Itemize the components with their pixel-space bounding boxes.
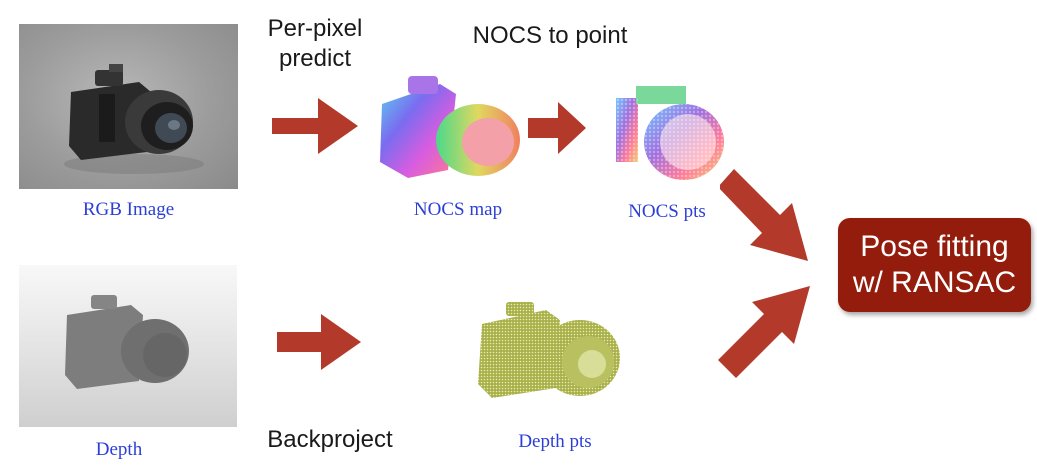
arrow-icon bbox=[720, 169, 808, 261]
pose-box-line1: Pose fitting bbox=[860, 230, 1009, 263]
arrow-icon bbox=[528, 102, 586, 154]
depth-caption: Depth bbox=[95, 439, 143, 460]
depth-pts-image bbox=[478, 302, 620, 398]
per-pixel-line1: Per-pixel bbox=[267, 15, 363, 42]
nocs-pts-image bbox=[616, 86, 724, 180]
camera-depth-icon bbox=[65, 295, 189, 389]
per-pixel-predict-label: Per-pixel predict bbox=[240, 14, 390, 74]
backproject-label: Backproject bbox=[267, 426, 393, 453]
arrow-icon bbox=[272, 98, 358, 154]
rgb-image-caption: RGB Image bbox=[82, 199, 175, 220]
nocs-map-caption: NOCS map bbox=[413, 199, 503, 220]
depth-pts-caption: Depth pts bbox=[518, 431, 592, 452]
arrow-icon bbox=[277, 314, 361, 370]
nocs-map-image bbox=[380, 76, 520, 178]
camera-rgb-icon bbox=[64, 64, 204, 174]
nocs-to-point-label: NOCS to point bbox=[472, 22, 628, 49]
depth-image-panel bbox=[19, 265, 237, 427]
per-pixel-line2: predict bbox=[278, 45, 352, 72]
nocs-pts-caption: NOCS pts bbox=[628, 201, 706, 222]
rgb-image-panel bbox=[19, 24, 238, 189]
pose-box-line2: w/ RANSAC bbox=[852, 266, 1017, 299]
pose-fitting-box: Pose fitting w/ RANSAC bbox=[838, 218, 1031, 312]
arrow-icon bbox=[718, 286, 810, 378]
